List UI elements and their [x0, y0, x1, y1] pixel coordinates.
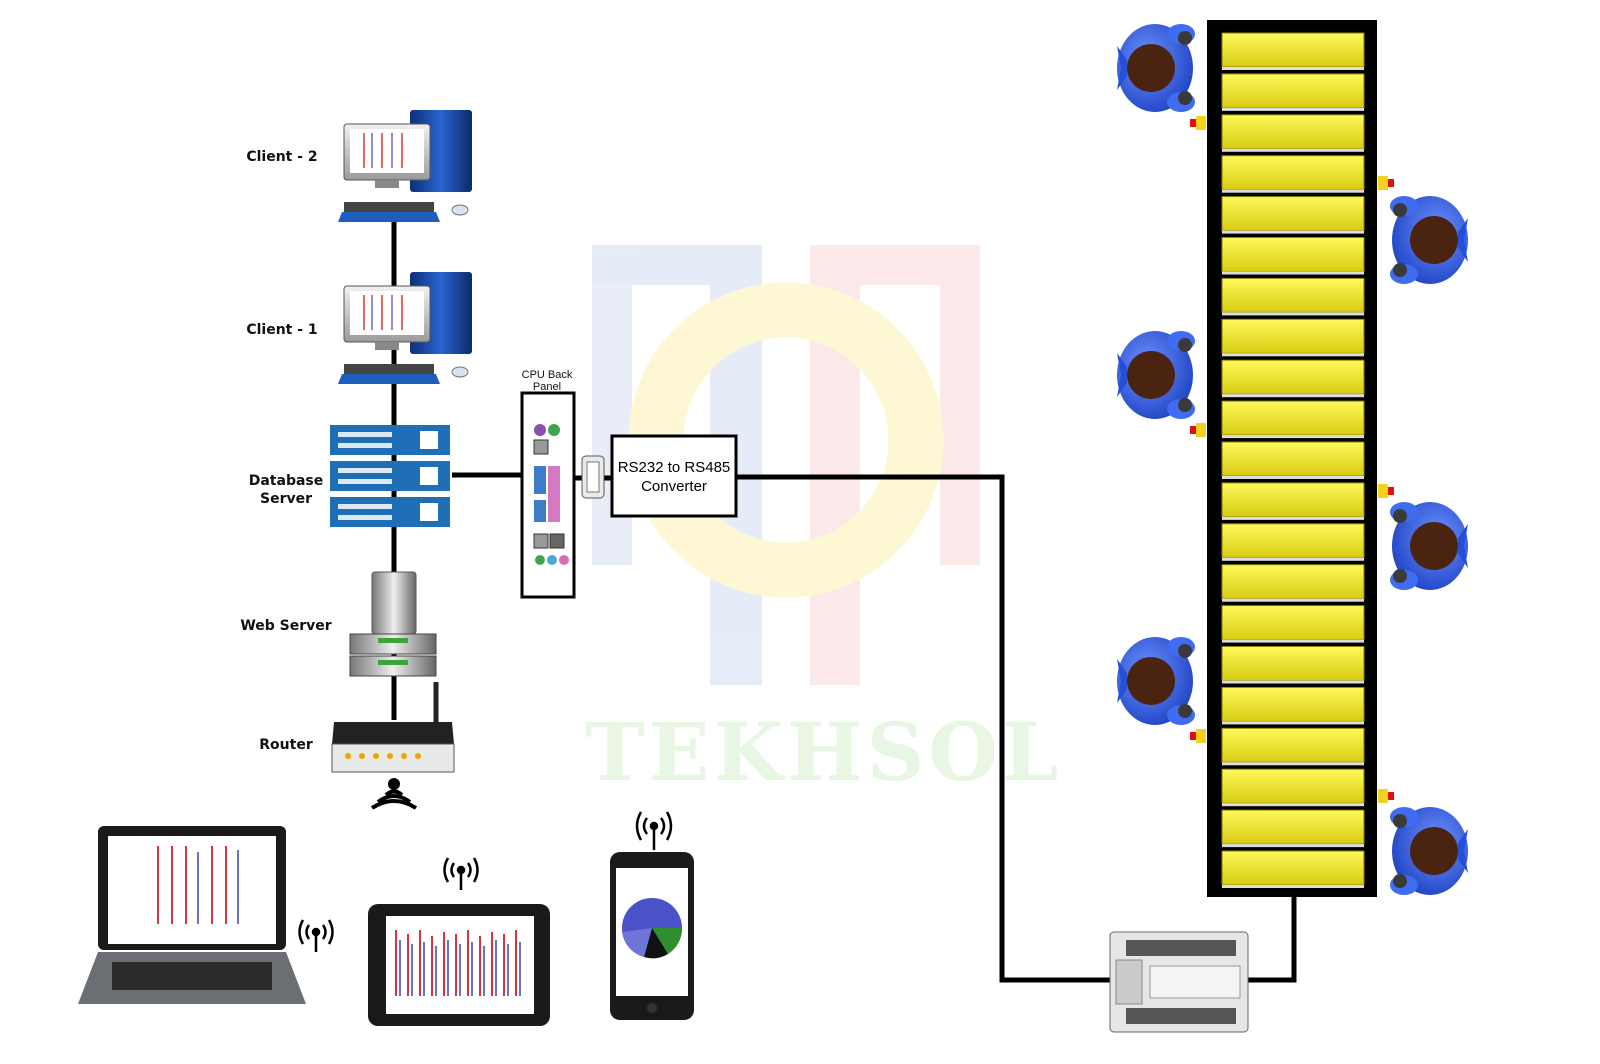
rack-slot	[1221, 73, 1365, 109]
rack-slot-shelf	[1222, 312, 1364, 316]
rack-slot-shelf	[1222, 762, 1364, 766]
converter-label-line1: RS232 to RS485	[617, 459, 731, 476]
rack-slot-shelf	[1222, 639, 1364, 643]
wifi-signal-icon	[635, 811, 673, 850]
serial-connector-icon	[581, 455, 605, 499]
stack-lights	[1190, 116, 1394, 803]
rack-slot	[1221, 32, 1365, 68]
rack-slot-shelf	[1222, 721, 1364, 725]
plc-controller-icon	[1109, 931, 1249, 1033]
rack-slot	[1221, 809, 1365, 845]
rack-slot-shelf	[1222, 107, 1364, 111]
router-icon	[331, 682, 455, 773]
rack-slot-shelf	[1222, 516, 1364, 520]
rack-slot	[1221, 686, 1365, 722]
rack-slot-shelf	[1222, 189, 1364, 193]
rack-slot-shelf	[1222, 67, 1364, 70]
wifi-signal-icon	[370, 778, 418, 810]
rack-slot	[1221, 850, 1365, 886]
rack-slot	[1221, 523, 1365, 559]
rack-slot	[1221, 277, 1365, 313]
rack-slot-shelf	[1222, 844, 1364, 848]
converter-label-line2: Converter	[641, 478, 707, 495]
cpu-back-panel	[520, 391, 576, 599]
client-2-label: Client - 2	[246, 149, 318, 165]
worker-topview-icon	[1117, 24, 1195, 112]
rack-slot-shelf	[1222, 598, 1364, 602]
tower-server-icon	[349, 571, 437, 677]
rack-slot	[1221, 605, 1365, 641]
smartphone-icon	[610, 852, 694, 1020]
laptop-icon	[78, 826, 306, 1004]
rack-slot-shelf	[1222, 271, 1364, 275]
client-1-label: Client - 1	[246, 322, 318, 338]
worker-topview-icon	[1117, 637, 1195, 725]
rack-slot-shelf	[1222, 680, 1364, 684]
database-server-label-line1: Database	[248, 473, 324, 489]
desktop-computer-icon	[338, 110, 472, 222]
rack-slot	[1221, 646, 1365, 681]
rack-slot-shelf	[1222, 394, 1364, 398]
rack-server-icon	[330, 425, 450, 527]
worker-topview-icon	[1390, 196, 1468, 284]
tablet-icon	[368, 904, 550, 1026]
cpu-back-panel-label-line2: Panel	[532, 381, 562, 393]
rack-slot	[1221, 441, 1365, 477]
rack-slot	[1221, 400, 1365, 436]
desktop-computer-icon	[338, 272, 472, 384]
rack-slot	[1221, 318, 1365, 354]
rack-slot	[1221, 237, 1365, 272]
rack-slots	[1221, 32, 1365, 888]
rack-slot-shelf	[1222, 557, 1364, 561]
rack-slot	[1221, 359, 1365, 395]
rack-slot-shelf	[1222, 435, 1364, 439]
rack-slot	[1221, 727, 1365, 763]
database-server-label-line2: Server	[259, 491, 312, 507]
rack-slot	[1221, 768, 1365, 804]
rack-slot-shelf	[1222, 148, 1364, 152]
worker-topview-icon	[1390, 502, 1468, 590]
rack-slot	[1221, 196, 1365, 232]
wifi-signal-icon	[298, 919, 334, 952]
rack-slot	[1221, 564, 1365, 600]
web-server-label: Web Server	[240, 618, 332, 634]
rack-slot-shelf	[1222, 476, 1364, 479]
cpu-back-panel-label-line1: CPU Back	[521, 369, 573, 381]
worker-topview-icon	[1117, 331, 1195, 419]
router-label: Router	[259, 737, 313, 753]
rack-slot	[1221, 155, 1365, 191]
rack-slot	[1221, 114, 1365, 150]
rs232-rs485-converter-box	[610, 434, 738, 518]
wifi-signal-icon	[443, 857, 479, 890]
watermark-text: TEKHSOL	[585, 705, 1063, 799]
rack-slot-shelf	[1222, 230, 1364, 234]
rack-slot-shelf	[1222, 885, 1364, 888]
rack-slot-shelf	[1222, 803, 1364, 807]
worker-topview-icon	[1390, 807, 1468, 895]
rack-slot	[1221, 482, 1365, 518]
rack-slot-shelf	[1222, 353, 1364, 357]
